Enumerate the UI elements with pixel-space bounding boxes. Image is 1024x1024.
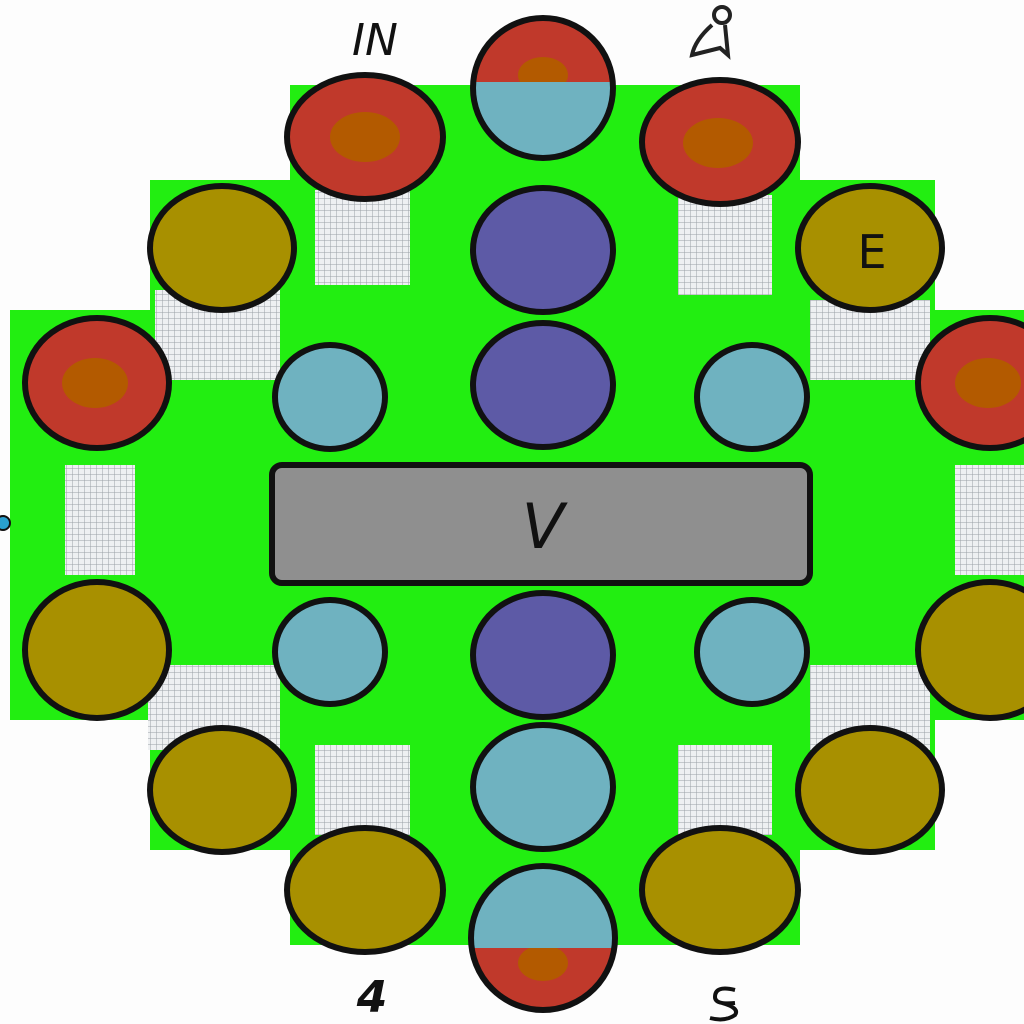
red-circle — [915, 315, 1024, 451]
grid-patch — [65, 465, 135, 575]
top-split-circle — [470, 15, 616, 161]
red-circle — [284, 72, 446, 202]
olive-circle — [147, 183, 297, 313]
left-edge-dot — [0, 515, 11, 531]
grid-patch — [315, 190, 410, 285]
bottom-split-circle — [468, 863, 618, 1013]
olive-circle — [795, 725, 945, 855]
top-left-glyph: IN — [352, 15, 398, 66]
blue-circle — [272, 342, 388, 452]
blue-circle — [470, 722, 616, 852]
blue-circle — [694, 342, 810, 452]
center-bar-label: V — [522, 490, 569, 563]
center-bar — [269, 462, 813, 586]
olive-circle — [284, 825, 446, 955]
purple-circle — [470, 185, 616, 315]
purple-circle — [470, 590, 616, 720]
right-circle-label: E — [857, 225, 886, 279]
olive-circle — [795, 183, 945, 313]
grid-patch — [315, 745, 410, 835]
grid-patch — [810, 300, 930, 380]
grid-patch — [678, 745, 772, 835]
blue-circle — [694, 597, 810, 707]
purple-circle — [470, 320, 616, 450]
top-right-scribble-icon — [689, 5, 732, 60]
bottom-left-glyph: 4 — [356, 972, 388, 1023]
olive-circle — [22, 579, 172, 721]
blue-circle — [272, 597, 388, 707]
bottom-right-scribble-icon — [709, 986, 739, 1022]
grid-patch — [678, 195, 772, 295]
olive-circle — [639, 825, 801, 955]
olive-circle — [147, 725, 297, 855]
red-circle — [639, 77, 801, 207]
grid-patch — [955, 465, 1024, 575]
red-circle — [22, 315, 172, 451]
olive-circle — [915, 579, 1024, 721]
